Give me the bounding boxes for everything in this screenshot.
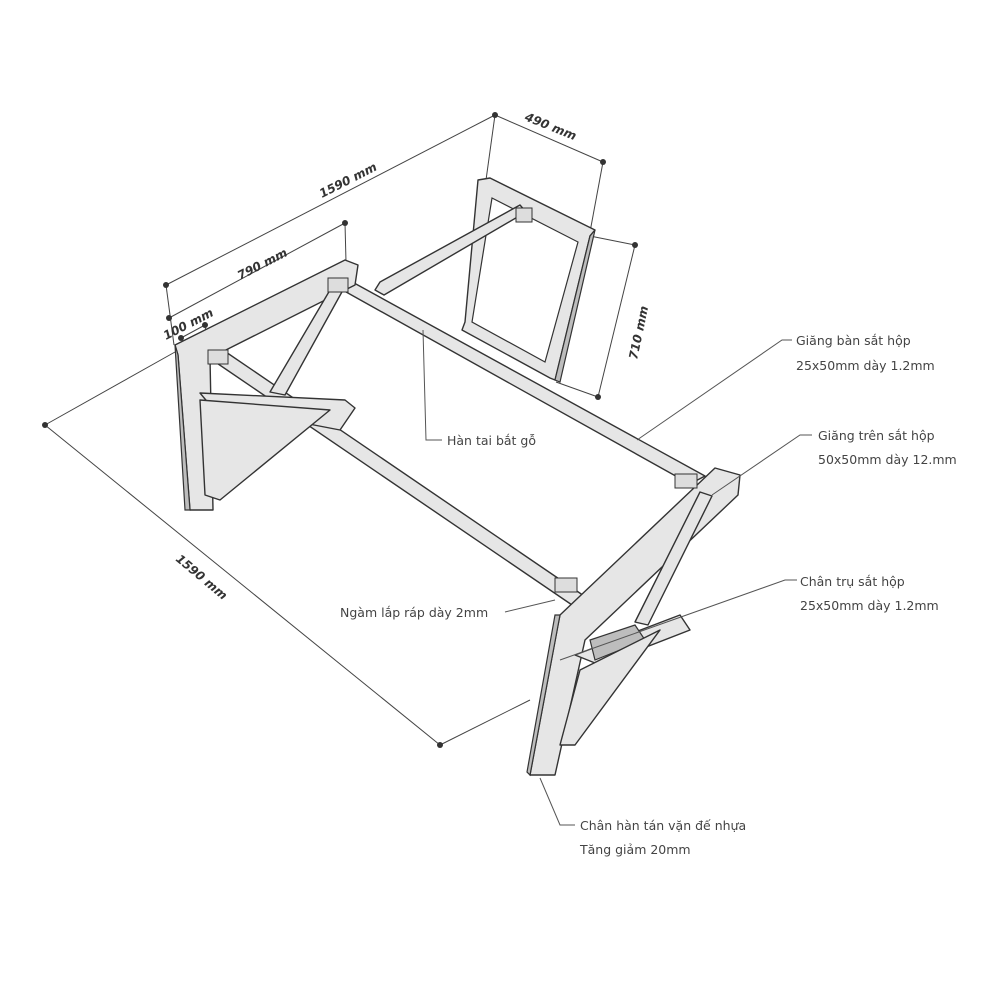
joint-tab <box>554 577 578 593</box>
joint-tab <box>515 207 533 223</box>
back-right-leg <box>461 177 596 383</box>
dim-height: 710 mm <box>626 305 651 361</box>
note-foot-1: Chân hàn tán vặn đế nhựa <box>580 818 746 833</box>
dim-length-side: 1590 mm <box>173 552 230 603</box>
joint-tab <box>327 277 349 293</box>
dim-width: 490 mm <box>522 109 578 143</box>
note-joint: Ngàm lắp ráp dày 2mm <box>340 605 488 620</box>
note-table-brace-1: Giăng bàn sắt hộp <box>796 333 911 348</box>
note-leg-post-1: Chân trụ sắt hộp <box>800 574 905 589</box>
joint-tab <box>674 473 698 489</box>
dim-half-length: 790 mm <box>235 246 290 283</box>
note-weld-tab: Hàn tai bắt gỗ <box>447 433 536 448</box>
note-table-brace-2: 25x50mm dày 1.2mm <box>796 358 935 373</box>
note-leg-post-2: 25x50mm dày 1.2mm <box>800 598 939 613</box>
back-left-leg <box>174 259 359 511</box>
leader-lines <box>422 329 812 826</box>
front-right-leg <box>515 207 741 777</box>
note-top-brace-1: Giăng trên sắt hộp <box>818 428 935 443</box>
joint-tab <box>207 349 229 365</box>
note-top-brace-2: 50x50mm dày 12.mm <box>818 452 957 467</box>
note-foot-2: Tăng giảm 20mm <box>579 842 691 857</box>
